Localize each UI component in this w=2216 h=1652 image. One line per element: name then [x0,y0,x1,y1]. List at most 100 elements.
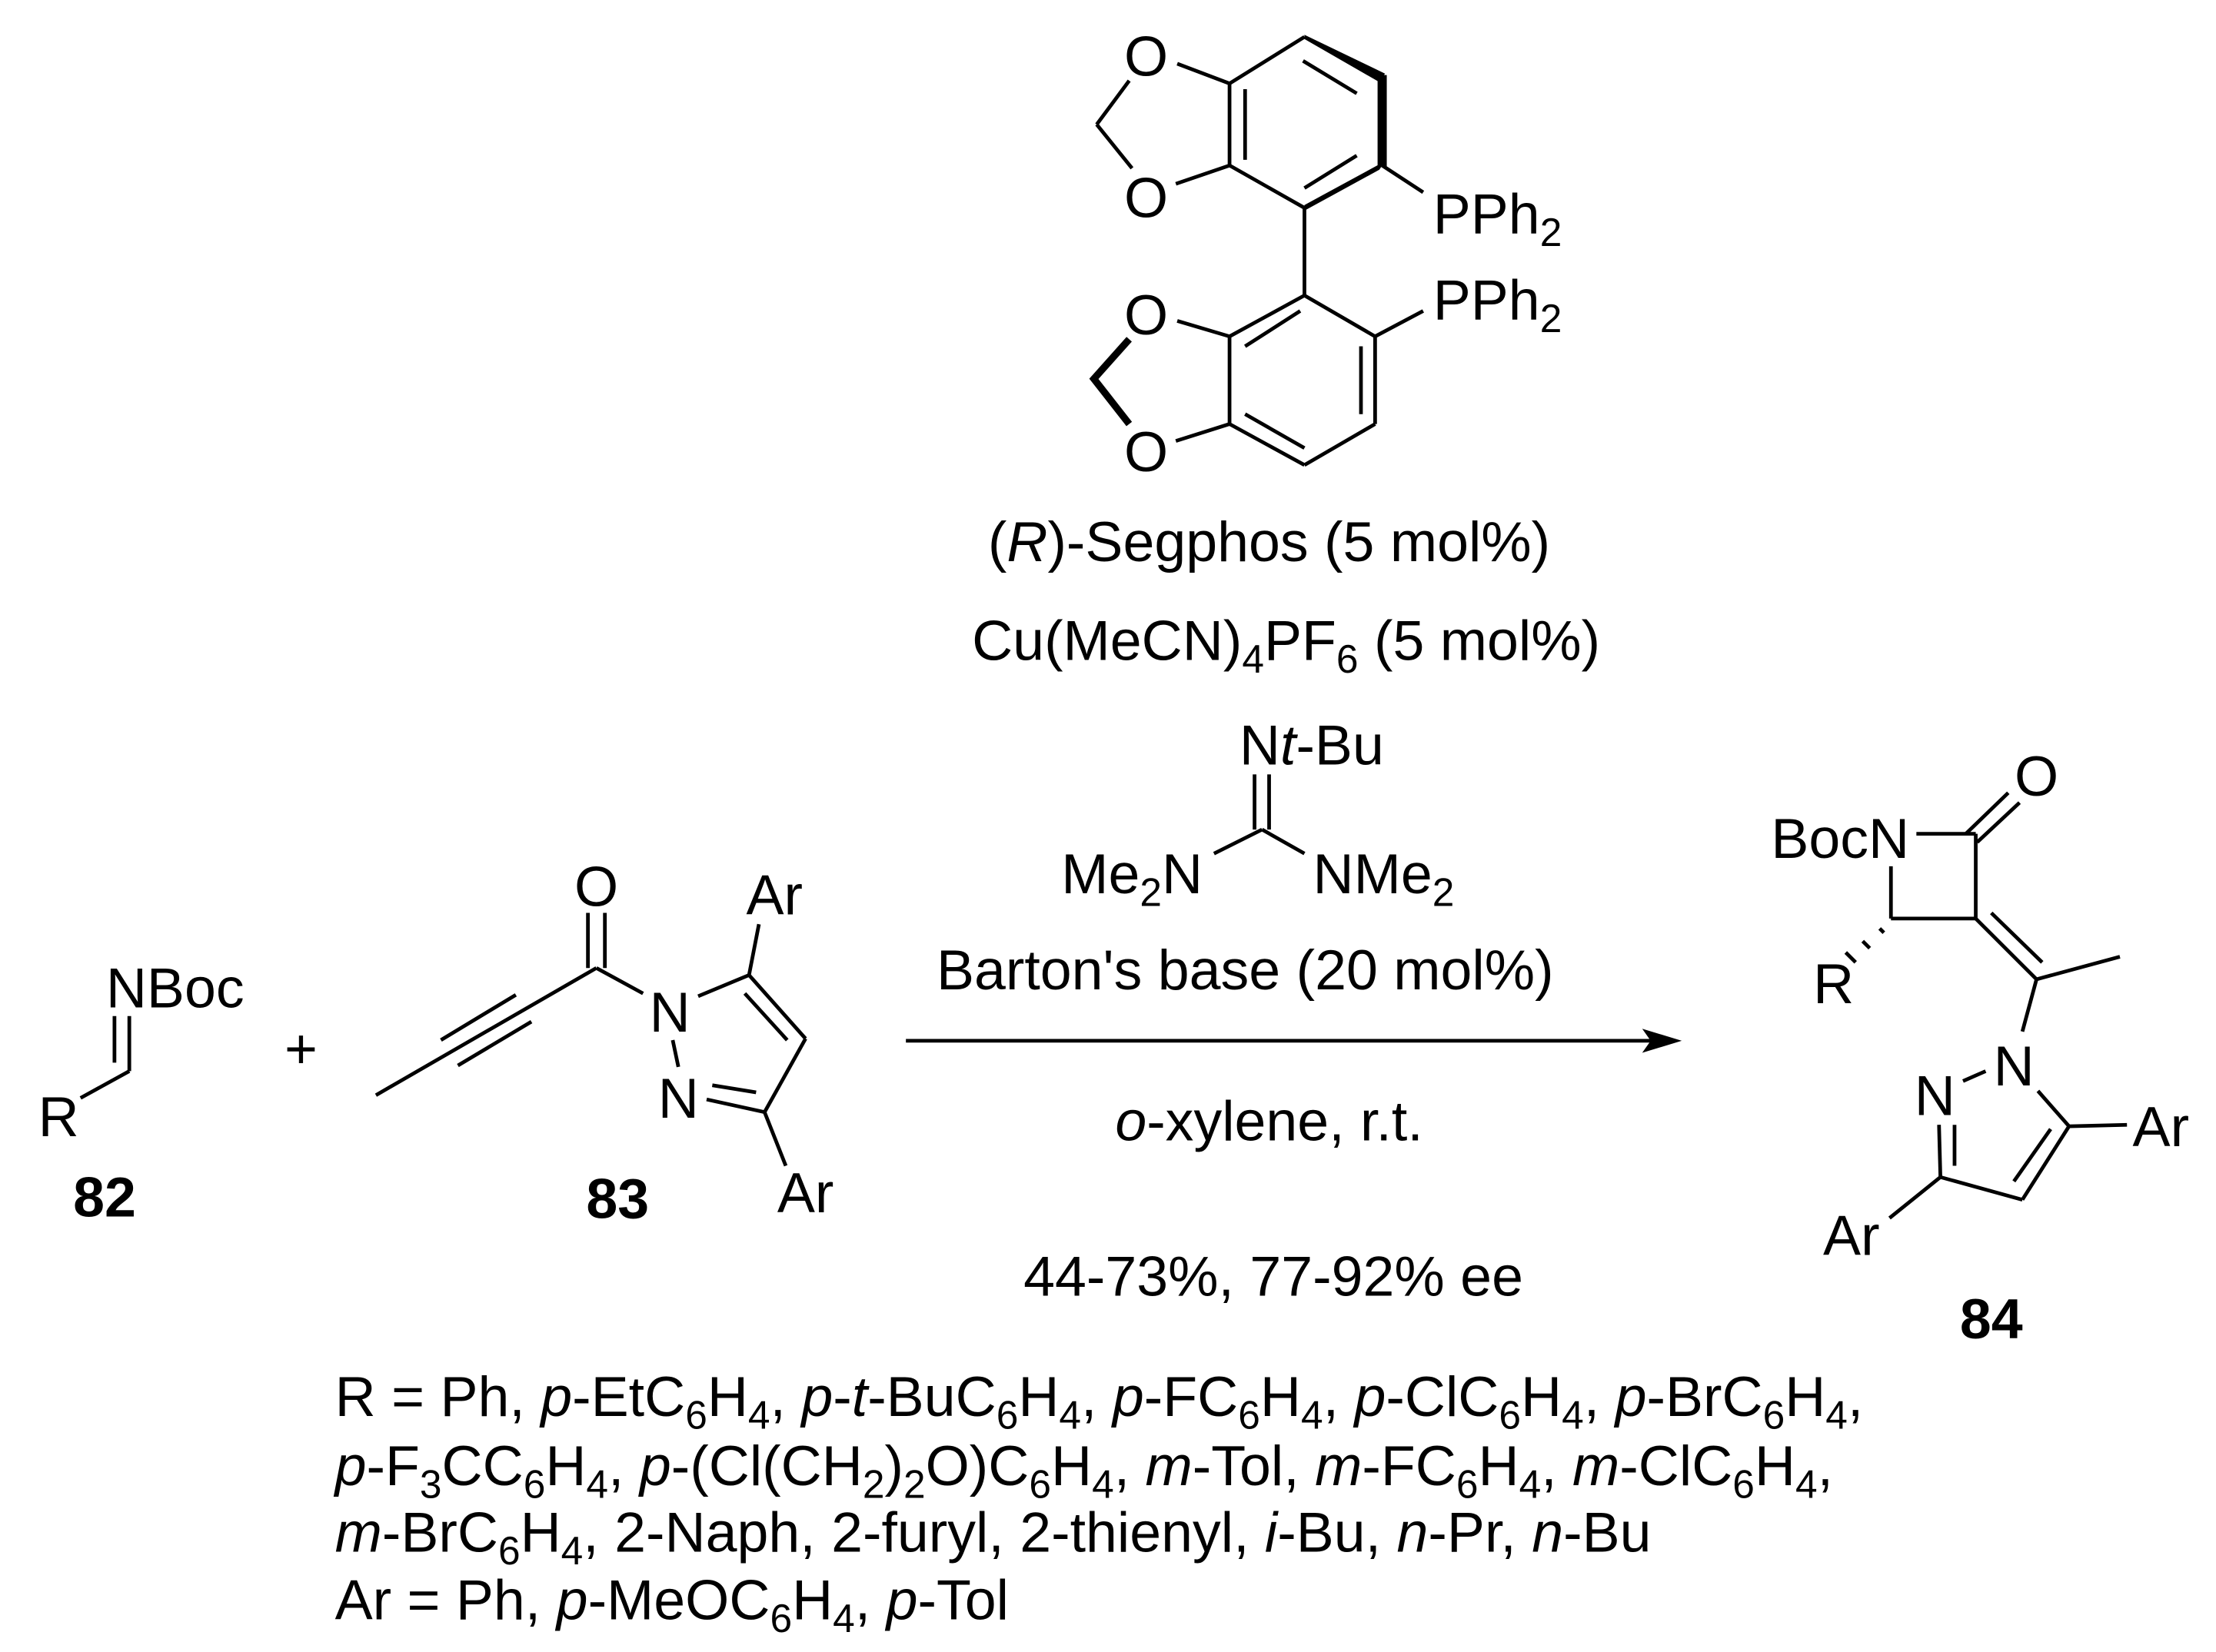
italic-run: m [1146,1434,1193,1497]
subscript-run: 6 [1763,1392,1785,1437]
bond [1095,123,1134,170]
bond [374,966,597,1097]
nitrogen-atom: N [650,980,690,1044]
text-run: CC [442,1434,524,1497]
text-run: -Bu [1563,1500,1651,1564]
text-run: -FC [1362,1434,1456,1497]
italic-run: n [1397,1500,1429,1564]
text-run: PPh [1433,268,1540,332]
text-run: -BuC [867,1364,997,1428]
substituent-line: Ar = Ph, p-MeOC6H4, p-Tol [335,1568,1009,1641]
text-run: -F [366,1434,419,1497]
subscript-run: 6 [997,1392,1019,1437]
text-run: ( [988,510,1007,573]
substituent-line: p-F3CC6H4, p-(Cl(CH2)2O)C6H4, m-Tol, m-F… [334,1434,1833,1507]
bond [1303,294,1376,338]
aryl-label: Ar [746,863,803,926]
subscript-run: 2 [1140,869,1162,914]
compound-83: O N N Ar Ar 83 [374,854,833,1231]
bond [595,966,644,996]
substituent-line: R = Ph, p-EtC6H4, p-t-BuC6H4, p-FC6H4, p… [335,1364,1864,1438]
substituent-list: R = Ph, p-EtC6H4, p-t-BuC6H4, p-FC6H4, p… [334,1364,1864,1640]
bond [763,1111,788,1167]
bond [1939,1175,2023,1202]
bond [1261,828,1306,856]
text-run: , [1584,1364,1615,1428]
bond [2021,1125,2071,1201]
compound-number-83: 83 [586,1167,649,1231]
oxygen-atom: O [1124,165,1168,229]
aryl-label: Ar [2133,1095,2190,1158]
bond [1095,79,1131,126]
bond [747,923,761,976]
italic-run: o [1115,1089,1146,1152]
subscript-run: 6 [524,1461,546,1506]
copper-condition: Cu(MeCN)4PF6 (5 mol%) [972,609,1600,682]
subscript-run: 2 [1540,296,1562,341]
italic-run: p [885,1568,918,1632]
subscript-run: 3 [420,1461,442,1506]
text-run: H [1260,1364,1301,1428]
r-group-label: R [1813,952,1854,1015]
bond [1228,164,1306,210]
bond [1176,61,1230,85]
bond [706,1097,765,1115]
subscript-run: 4 [1825,1392,1848,1437]
italic-run: t [852,1364,870,1428]
text-run: N [1162,842,1203,906]
wedge-bond [1304,35,1386,82]
bond [1974,917,2038,981]
subscript-run: 6 [1238,1392,1260,1437]
bond [1975,801,2021,844]
subscript-run: 2 [863,1461,885,1506]
bond [1381,164,1425,194]
bond [1990,911,2044,964]
text-run: H [545,1434,586,1497]
text-run: -ClC [1386,1364,1499,1428]
wedge-bond [1304,161,1386,211]
bond [711,1083,757,1095]
text-run: )-Segphos (5 mol%) [1047,510,1550,573]
italic-run: m [335,1500,382,1564]
text-run: , [770,1364,802,1428]
yield-ee: 44-73%, 77-92% ee [1023,1245,1523,1308]
text-run: -BrC [382,1500,498,1564]
bond [2020,979,2038,1032]
bond [1302,59,1358,95]
bond [1228,294,1306,338]
oxygen-atom: O [2015,744,2058,808]
bond [1176,319,1230,338]
ligand-condition: (R)-Segphos (5 mol%) [988,510,1550,573]
italic-run: p [555,1568,588,1632]
subscript-run: 4 [586,1461,608,1506]
subscript-run: 4 [1795,1461,1818,1506]
italic-run: p [1614,1364,1647,1428]
text-run: PF [1264,609,1336,673]
solvent-condition: o-xylene, r.t. [1115,1089,1422,1152]
text-run: R = Ph, [335,1364,541,1428]
text-run: , [1818,1434,1833,1497]
bond [440,993,517,1042]
nitrogen-atom: N [1994,1034,2035,1098]
nitrogen-atom: N [1915,1063,1955,1127]
text-run: -FC [1144,1364,1238,1428]
text-run: PPh [1433,181,1540,245]
text-run: O)C [926,1434,1030,1497]
text-run: - [833,1364,851,1428]
italic-run: p [800,1364,833,1428]
pph2-label: PPh2 [1433,268,1562,341]
text-run: H [1478,1434,1519,1497]
arrow-head [1642,1029,1682,1053]
subscript-run: 2 [1540,210,1562,254]
text-run: -MeOC [588,1568,770,1632]
subscript-run: 6 [1029,1461,1051,1506]
imine-label: Nt-Bu [1239,713,1384,777]
italic-run: p [334,1434,367,1497]
bond [457,1020,533,1068]
text-run: Me [1061,842,1140,906]
subscript-run: 4 [1059,1392,1081,1437]
text-run: -Bu, [1277,1500,1396,1564]
bond [79,1069,131,1100]
bond [1374,309,1424,338]
